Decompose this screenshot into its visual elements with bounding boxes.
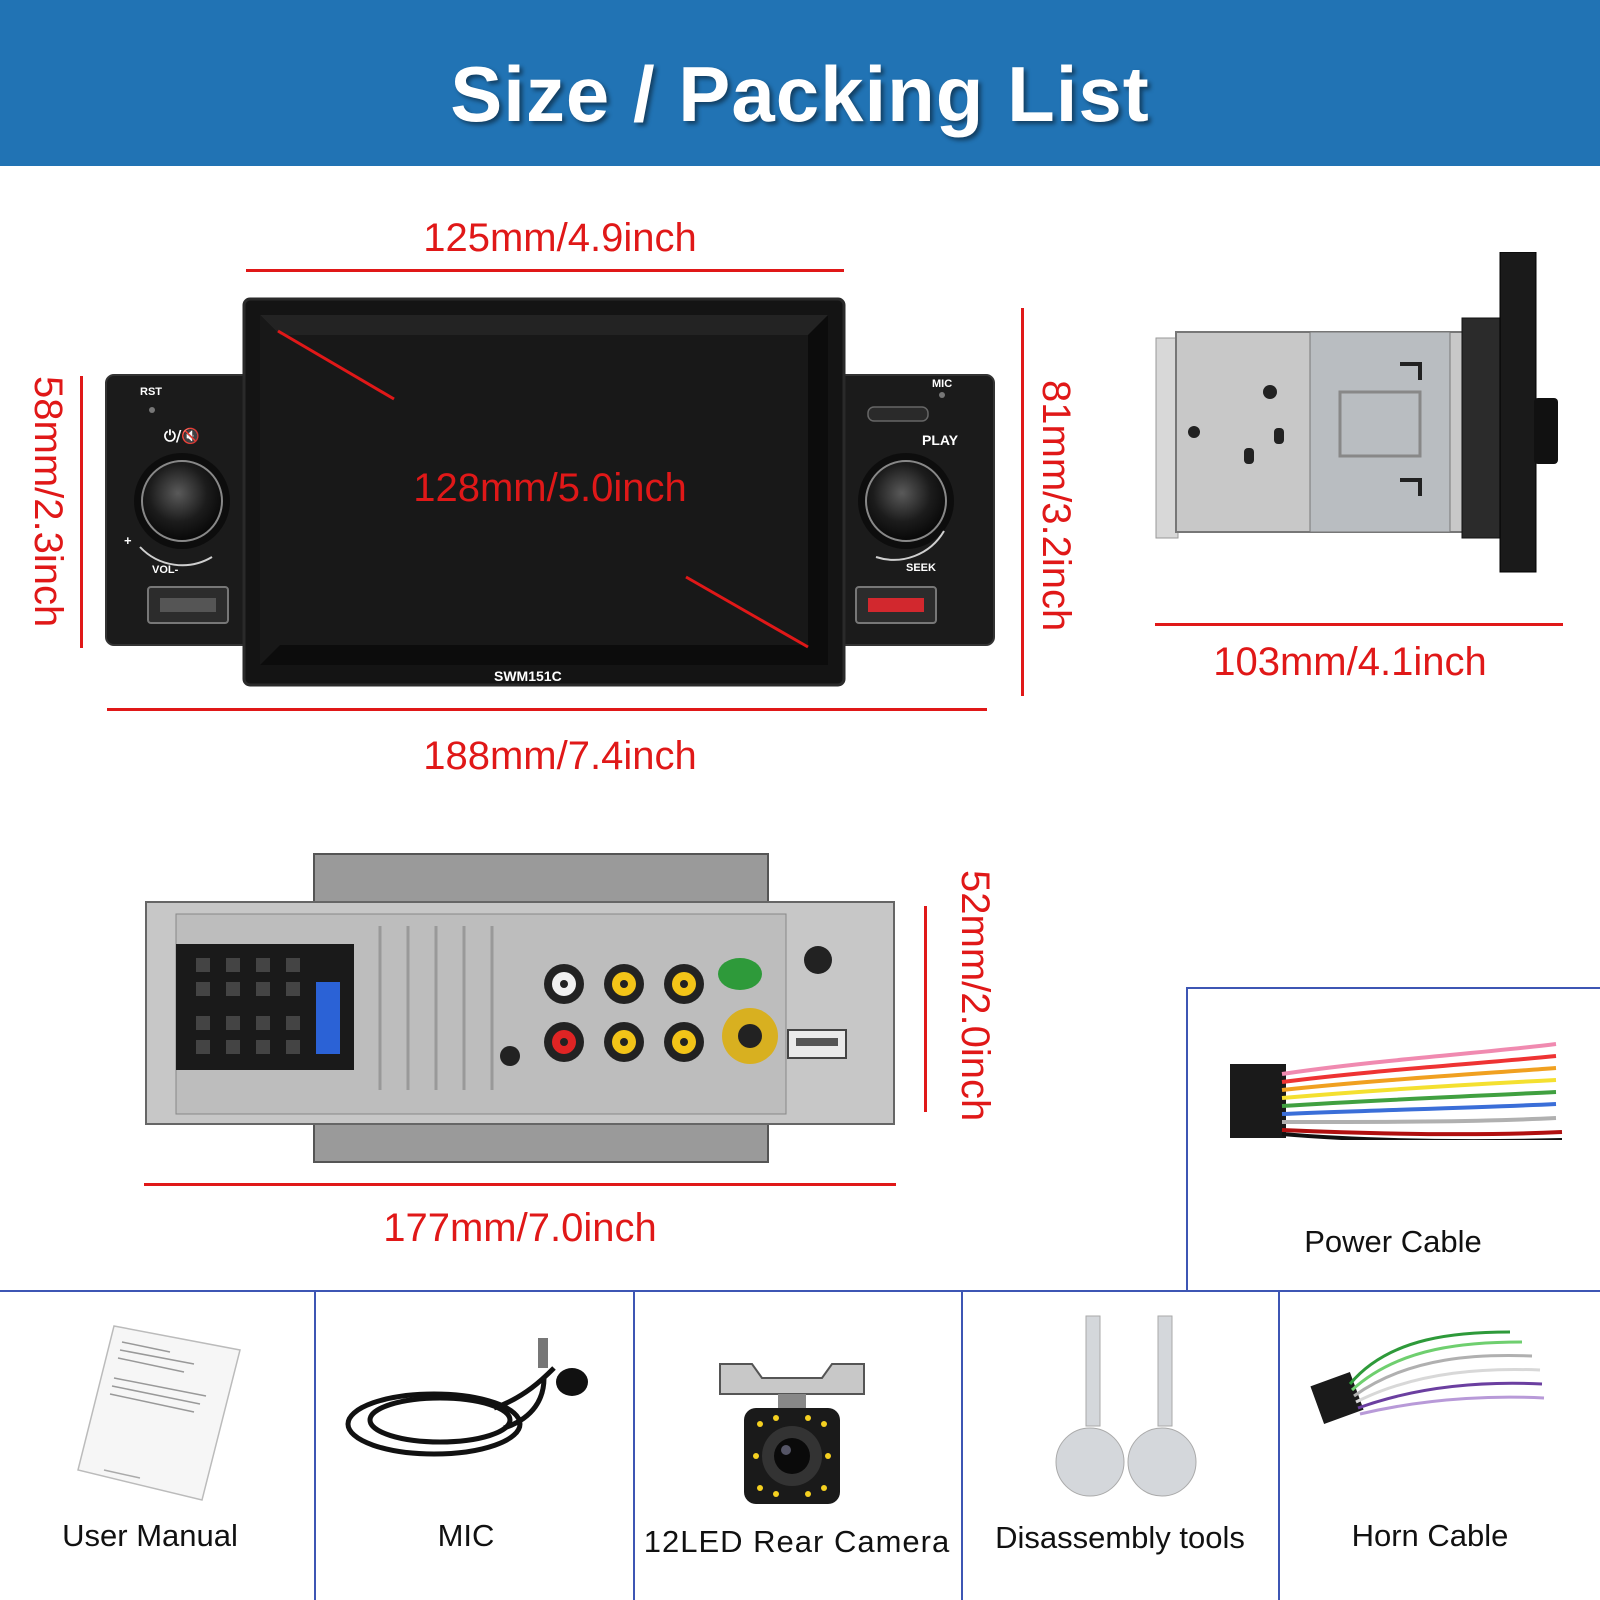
disassembly-tools-image <box>1055 1315 1197 1497</box>
head-unit-side <box>1155 252 1558 573</box>
label-disassembly-tools: Disassembly tools <box>995 1520 1245 1555</box>
power-cable-image <box>1230 1042 1563 1140</box>
dimension-width-top: 125mm/4.9inch <box>423 216 697 260</box>
label-rst: RST <box>140 386 162 398</box>
header-banner <box>0 0 1600 166</box>
dimension-back-height: 52mm/2.0inch <box>953 870 997 1122</box>
label-horn-cable: Horn Cable <box>1351 1518 1509 1553</box>
page-title: Size / Packing List <box>450 50 1150 138</box>
grid-line-power-top <box>1186 987 1600 989</box>
dimension-line-height-left <box>80 376 83 648</box>
label-power-mute: ⏻/🔇 <box>164 427 200 445</box>
dimension-line-width-bottom <box>107 708 987 711</box>
grid-line-3 <box>961 1290 963 1600</box>
dimension-line-back-width <box>144 1183 896 1186</box>
dimension-line-height-right <box>1021 308 1024 696</box>
model-label: SWM151C <box>494 668 562 684</box>
label-vol: VOL- <box>152 564 179 576</box>
dimension-depth: 103mm/4.1inch <box>1213 640 1487 684</box>
mic-image <box>345 1338 588 1457</box>
label-mic: MIC <box>932 378 952 390</box>
grid-line-power-left <box>1186 987 1188 1291</box>
horn-cable-image <box>1310 1330 1545 1424</box>
dimension-line-width-top <box>246 269 844 272</box>
label-user-manual: User Manual <box>62 1518 238 1553</box>
label-plus: + <box>124 533 132 548</box>
label-rear-camera: 12LED Rear Camera <box>643 1524 951 1559</box>
rear-camera-image <box>719 1363 865 1504</box>
dimension-height-left: 58mm/2.3inch <box>26 376 70 628</box>
dimension-width-bottom: 188mm/7.4inch <box>423 734 697 778</box>
user-manual-image <box>77 1325 241 1501</box>
label-seek: SEEK <box>906 562 936 574</box>
grid-line-items-top <box>0 1290 1600 1292</box>
dimension-back-width: 177mm/7.0inch <box>383 1206 657 1250</box>
grid-line-2 <box>633 1290 635 1600</box>
dimension-screen-diagonal: 128mm/5.0inch <box>413 466 687 510</box>
grid-line-1 <box>314 1290 316 1600</box>
head-unit-front: RST ⏻/🔇 + VOL- MIC PLAY SEEK SWM151C <box>105 297 995 687</box>
dimension-line-depth <box>1155 623 1563 626</box>
grid-line-4 <box>1278 1290 1280 1600</box>
head-unit-back <box>145 853 895 1163</box>
dimension-line-back-height <box>924 906 927 1112</box>
label-play: PLAY <box>922 432 959 448</box>
label-mic: MIC <box>437 1518 495 1553</box>
label-power-cable: Power Cable <box>1304 1224 1482 1259</box>
dimension-height-right: 81mm/3.2inch <box>1034 380 1078 632</box>
